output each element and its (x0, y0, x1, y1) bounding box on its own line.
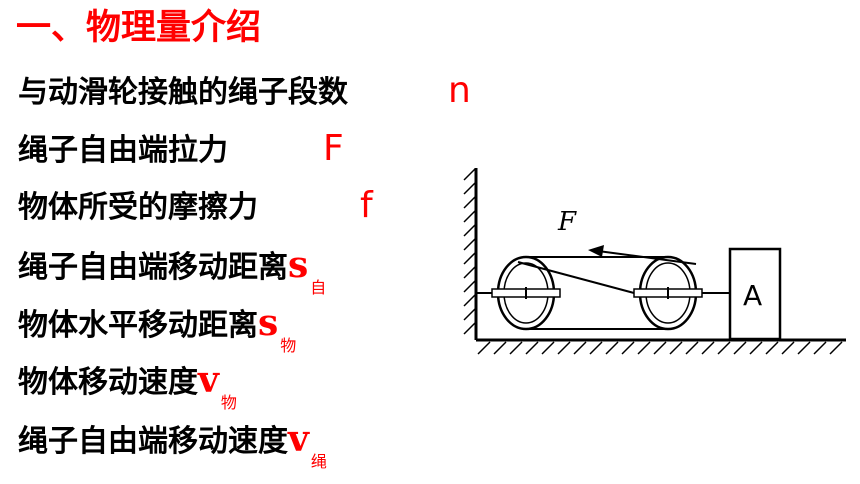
force-label: F (557, 207, 577, 237)
wall (463, 168, 478, 340)
quantity-symbol-v: v (198, 359, 219, 401)
pulley-diagram: F A (463, 168, 846, 355)
fixed-pulley (491, 255, 561, 331)
block-a (728, 247, 782, 341)
quantity-label: 绳子自由端拉力 (18, 133, 228, 168)
floor (476, 338, 846, 355)
quantity-label: 绳子自由端移动速度 (18, 424, 288, 459)
quantity-label: 物体移动速度 (18, 365, 198, 400)
quantity-row-v-object: 物体移动速度v物 (18, 358, 237, 412)
quantity-subscript: 物 (220, 393, 237, 412)
quantity-symbol-v: v (288, 418, 309, 460)
quantity-symbol-f: f (360, 185, 373, 226)
quantity-symbol-s: s (258, 302, 279, 344)
quantity-label: 物体水平移动距离 (18, 308, 258, 343)
force-arrow (588, 245, 697, 265)
block-label: A (743, 279, 762, 312)
quantity-row-s-rope: 绳子自由端移动距离s自 (18, 243, 327, 297)
quantity-row-n: 与动滑轮接触的绳子段数 (18, 71, 348, 115)
quantity-row-f: 物体所受的摩擦力 (18, 186, 258, 230)
quantity-symbol-s: s (288, 244, 309, 286)
quantity-symbol-F: F (323, 128, 344, 169)
quantity-subscript: 物 (280, 336, 297, 355)
quantity-row-s-object: 物体水平移动距离s物 (18, 301, 297, 355)
quantity-subscript: 自 (310, 278, 327, 297)
quantity-row-F: 绳子自由端拉力 (18, 129, 228, 173)
quantity-label: 物体所受的摩擦力 (18, 190, 258, 225)
quantity-subscript: 绳 (310, 452, 327, 471)
quantity-row-v-rope: 绳子自由端移动速度v绳 (18, 417, 327, 471)
quantity-label: 绳子自由端移动距离 (18, 250, 288, 285)
movable-pulley (633, 255, 703, 331)
quantity-symbol-n: n (448, 70, 471, 111)
quantity-label: 与动滑轮接触的绳子段数 (18, 75, 348, 110)
page-title: 一、物理量介绍 (16, 8, 262, 48)
